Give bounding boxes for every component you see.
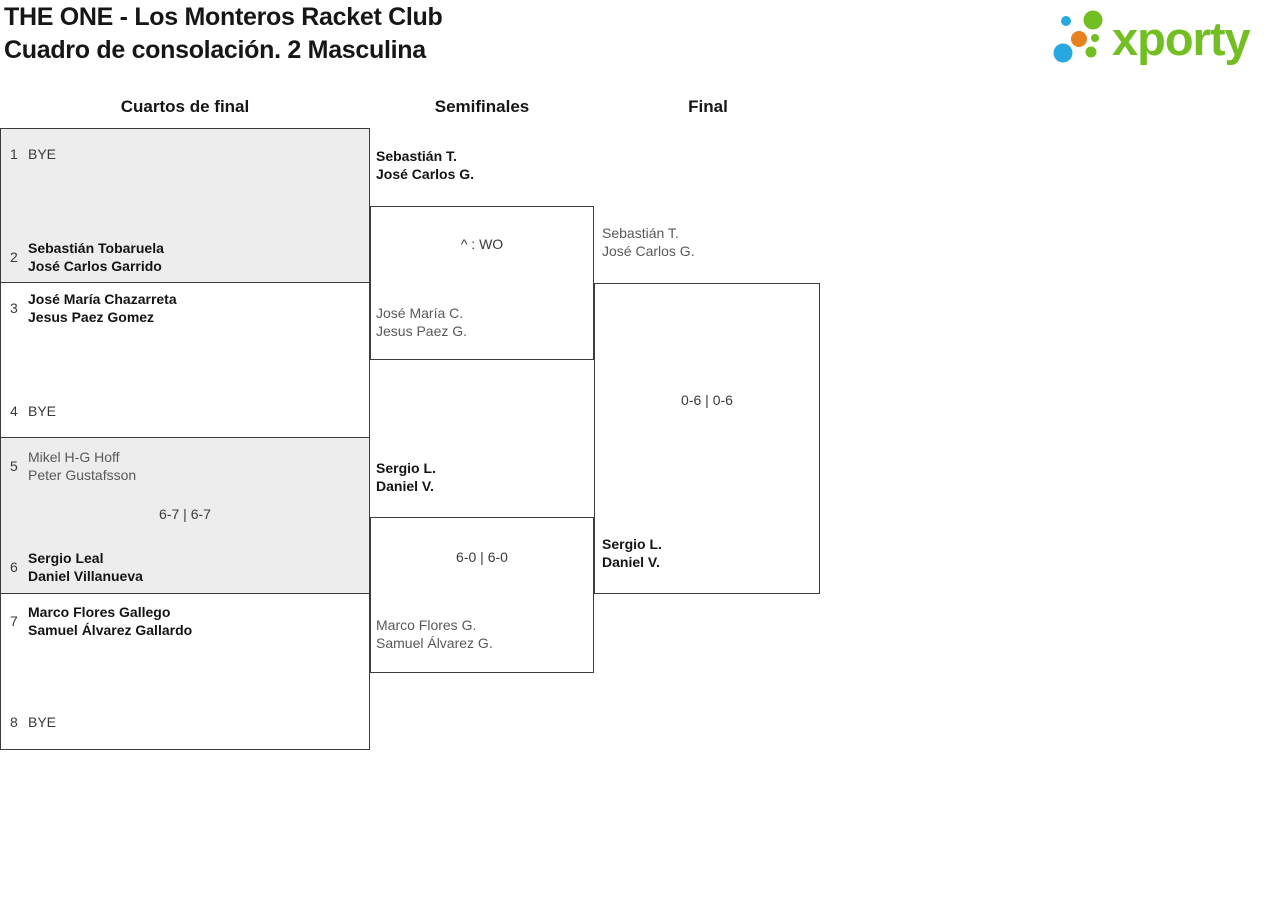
participant-names: Sergio Leal Daniel Villanueva <box>28 550 143 584</box>
sf2-advancing-pair-label: Sergio L. Daniel V. <box>376 460 436 494</box>
seed-number: 4 <box>10 403 18 419</box>
seed-number: 5 <box>10 458 18 474</box>
qf2-top-entry: 3 José María Chazarreta Jesus Paez Gomez <box>10 290 177 326</box>
page-title: THE ONE - Los Monteros Racket Club <box>4 3 443 31</box>
qf3-bottom-entry: 6 Sergio Leal Daniel Villanueva <box>10 549 143 585</box>
participant-names: Sebastián Tobaruela José Carlos Garrido <box>28 240 164 274</box>
match-score: 6-0 | 6-0 <box>456 549 508 565</box>
qf4-top-entry: 7 Marco Flores Gallego Samuel Álvarez Ga… <box>10 603 192 639</box>
participant-names: José María Chazarreta Jesus Paez Gomez <box>28 291 177 325</box>
qf-match-4[interactable]: 7 Marco Flores Gallego Samuel Álvarez Ga… <box>0 594 370 750</box>
sf-match-1[interactable]: ^ : WO José María C. Jesus Paez G. <box>370 206 594 360</box>
seed-number: 8 <box>10 714 18 730</box>
seed-number: 3 <box>10 300 18 316</box>
seed-number: 6 <box>10 559 18 575</box>
qf3-top-entry: 5 Mikel H-G Hoff Peter Gustafsson <box>10 448 136 484</box>
sf2-bottom-pair: Marco Flores G. Samuel Álvarez G. <box>376 617 493 651</box>
participant-names: BYE <box>28 714 57 730</box>
match-score: 6-7 | 6-7 <box>159 506 211 522</box>
page-header: THE ONE - Los Monteros Racket Club Cuadr… <box>4 1 443 67</box>
final-match[interactable]: 0-6 | 0-6 Sergio L. Daniel V. <box>594 283 820 594</box>
logo-dot-orange <box>1071 31 1087 47</box>
round-header-semifinals: Semifinales <box>434 97 530 116</box>
xporty-logo[interactable]: xporty <box>1046 4 1276 66</box>
logo-dot-green-big <box>1083 10 1103 30</box>
seed-number: 7 <box>10 613 18 629</box>
participant-names: Marco Flores Gallego Samuel Álvarez Gall… <box>28 604 193 638</box>
match-score: ^ : WO <box>460 236 504 252</box>
sf-match-2[interactable]: 6-0 | 6-0 Marco Flores G. Samuel Álvarez… <box>370 517 594 673</box>
qf-match-2[interactable]: 3 José María Chazarreta Jesus Paez Gomez… <box>0 283 370 438</box>
final-winner-label: Sergio L. Daniel V. <box>602 536 662 570</box>
final-top-pair-label: Sebastián T. José Carlos G. <box>602 225 695 259</box>
round-header-quarterfinals: Cuartos de final <box>120 97 250 116</box>
qf-match-1[interactable]: 1 BYE 2 Sebastián Tobaruela José Carlos … <box>0 128 370 283</box>
qf1-bottom-entry: 2 Sebastián Tobaruela José Carlos Garrid… <box>10 239 164 275</box>
participant-names: BYE <box>28 403 57 419</box>
round-header-final: Final <box>688 97 728 116</box>
logo-graphic: xporty <box>1053 10 1252 65</box>
qf4-bottom-entry: 8 BYE <box>10 713 56 731</box>
sf1-advancing-pair-label: Sebastián T. José Carlos G. <box>376 148 475 182</box>
logo-dot-blue-small <box>1061 16 1071 26</box>
logo-dot-green-tiny <box>1091 34 1099 42</box>
seed-number: 1 <box>10 146 18 162</box>
logo-wordmark: xporty <box>1112 12 1251 65</box>
seed-number: 2 <box>10 249 18 265</box>
logo-dot-green-small <box>1085 46 1097 58</box>
sf1-bottom-pair: José María C. Jesus Paez G. <box>376 305 468 339</box>
logo-dot-blue-big <box>1053 43 1073 63</box>
page-subtitle: Cuadro de consolación. 2 Masculina <box>4 36 426 64</box>
participant-names: Mikel H-G Hoff Peter Gustafsson <box>28 449 137 483</box>
participant-names: BYE <box>28 146 57 162</box>
qf1-top-entry: 1 BYE <box>10 145 56 163</box>
qf2-bottom-entry: 4 BYE <box>10 402 56 420</box>
qf-match-3[interactable]: 5 Mikel H-G Hoff Peter Gustafsson 6-7 | … <box>0 438 370 594</box>
match-score: 0-6 | 0-6 <box>681 392 733 408</box>
